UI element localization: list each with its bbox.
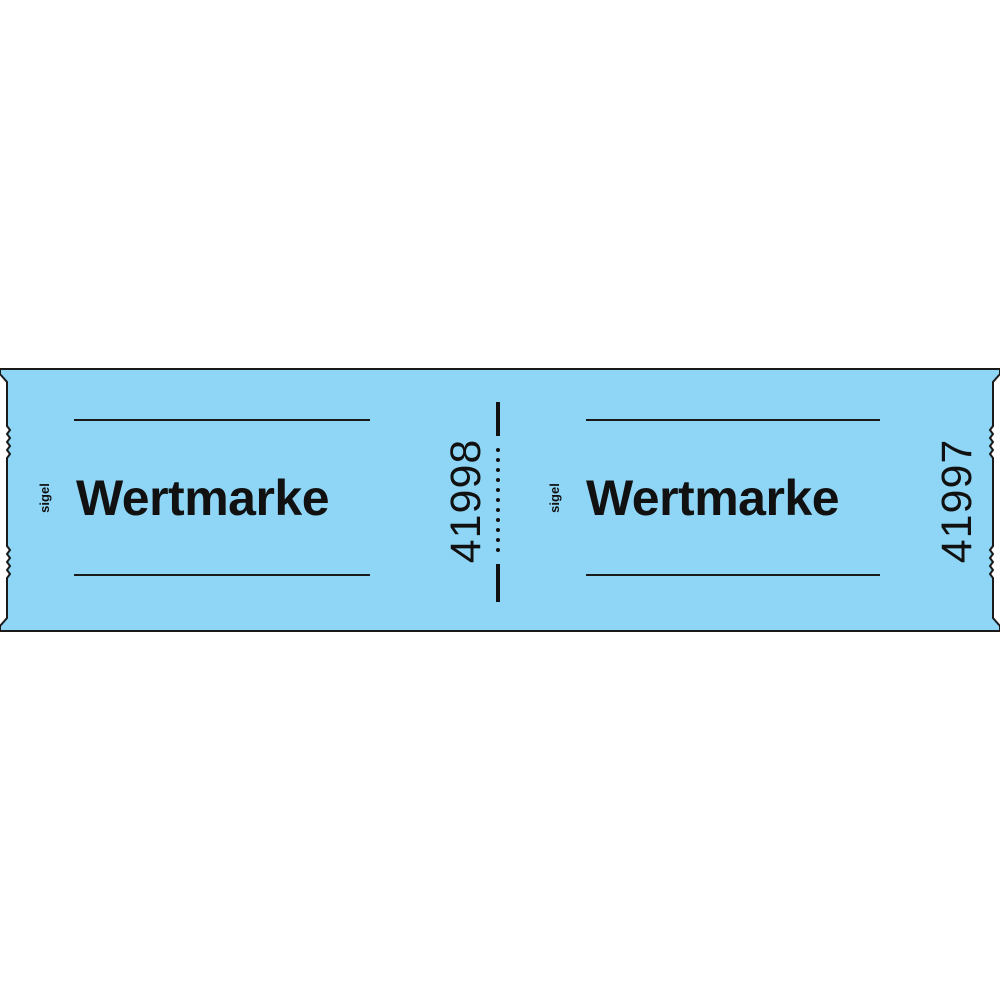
ticket-rule-top xyxy=(586,419,880,421)
ticket-strip-outline xyxy=(0,368,1000,632)
ticket-rule-bottom xyxy=(74,574,370,576)
ticket-serial-number: 41997 xyxy=(933,438,981,564)
ticket: sigel Wertmarke 41997 xyxy=(500,368,1000,632)
ticket-serial-number: 41998 xyxy=(442,438,490,564)
perforation-dot xyxy=(496,538,500,542)
perforation-dot xyxy=(496,448,500,452)
perforation-dot xyxy=(496,468,500,472)
perforation-dot xyxy=(496,548,500,552)
perforation-dot xyxy=(496,508,500,512)
ticket-title: Wertmarke xyxy=(76,470,330,526)
perforation-line xyxy=(496,402,500,602)
perforation-dot xyxy=(496,478,500,482)
perforation-dot xyxy=(496,498,500,502)
brand-logo: sigel xyxy=(547,483,562,513)
ticket-roll-strip: sigel Wertmarke 41998 sigel Wertmarke 41… xyxy=(0,368,1000,632)
perforation-dot xyxy=(496,458,500,462)
perforation-dot xyxy=(496,488,500,492)
perforation-dot xyxy=(496,528,500,532)
brand-logo: sigel xyxy=(37,483,52,513)
ticket: sigel Wertmarke 41998 xyxy=(0,368,500,632)
perforation-dot xyxy=(496,518,500,522)
ticket-rule-top xyxy=(74,419,370,421)
ticket-title: Wertmarke xyxy=(586,470,840,526)
ticket-rule-bottom xyxy=(586,574,880,576)
